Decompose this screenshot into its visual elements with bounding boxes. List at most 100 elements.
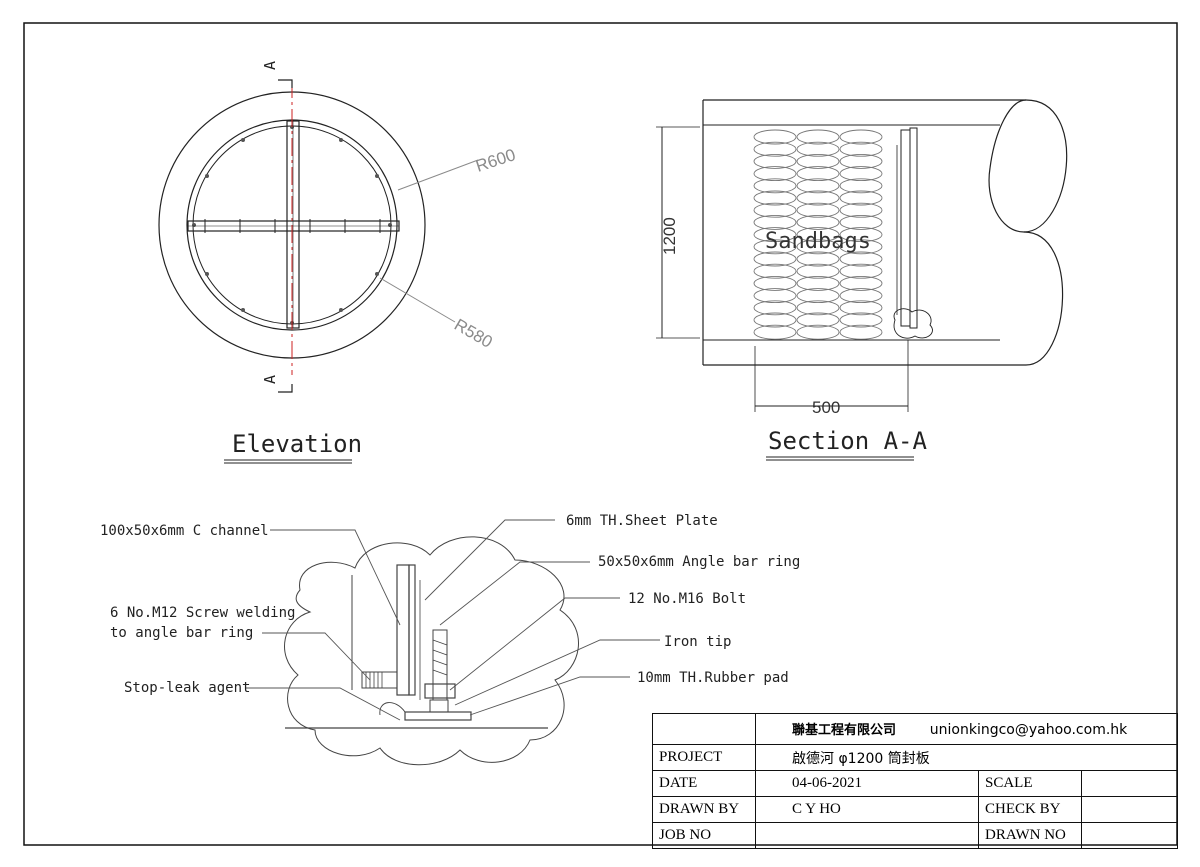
drawn-by-label: DRAWN BY: [652, 796, 756, 823]
date-value: 04-06-2021: [755, 770, 979, 797]
sandbag: [753, 178, 797, 194]
sandbag: [796, 300, 840, 316]
check-by-value: [1081, 796, 1178, 823]
sandbag: [796, 263, 840, 279]
sandbag: [753, 312, 797, 328]
scale-value: [1081, 770, 1178, 797]
callout-angle-ring: 50x50x6mm Angle bar ring: [598, 554, 800, 570]
sandbag: [796, 324, 840, 340]
sandbag: [839, 227, 883, 243]
sandbag: [753, 141, 797, 157]
sandbag: [753, 190, 797, 206]
sandbag: [839, 129, 883, 145]
sandbag: [839, 166, 883, 182]
callout-rubber-pad: 10mm TH.Rubber pad: [637, 670, 789, 686]
sandbag: [839, 251, 883, 267]
elevation-view: [158, 79, 479, 464]
sandbag: [753, 251, 797, 267]
sandbag: [753, 227, 797, 243]
callout-leaders: [245, 519, 660, 721]
dim-500-label: 500: [812, 398, 840, 417]
radius-inner-label: R580: [451, 315, 496, 352]
sandbag: [796, 178, 840, 194]
section-mark-bottom: A: [261, 375, 279, 384]
sandbag: [839, 324, 883, 340]
sandbag: [839, 300, 883, 316]
sandbag: [796, 288, 840, 304]
sandbags: [753, 129, 883, 340]
r580-leader: [379, 277, 456, 323]
sheet-border: [23, 22, 1178, 846]
callout-bolt: 12 No.M16 Bolt: [628, 591, 746, 607]
sandbag: [753, 263, 797, 279]
callout-c-channel: 100x50x6mm C channel: [100, 523, 269, 539]
sandbag: [796, 227, 840, 243]
sandbag: [796, 202, 840, 218]
date-label: DATE: [652, 770, 756, 797]
job-no-value: [755, 822, 979, 849]
sandbag: [796, 251, 840, 267]
drawn-no-label: DRAWN NO: [978, 822, 1082, 849]
company-name: 聯基工程有限公司: [792, 723, 897, 738]
sandbag: [753, 202, 797, 218]
callout-screw-line1: 6 No.M12 Screw welding: [110, 605, 295, 621]
callout-stop-leak: Stop-leak agent: [124, 680, 250, 696]
drawn-by-value: C Y HO: [755, 796, 979, 823]
sandbag: [753, 324, 797, 340]
sandbag: [753, 300, 797, 316]
sandbag: [839, 288, 883, 304]
sandbag: [839, 202, 883, 218]
r600-leader: [397, 159, 479, 191]
channel-screws: [204, 219, 381, 233]
callout-sheet-plate: 6mm TH.Sheet Plate: [566, 513, 718, 529]
sandbag: [753, 153, 797, 169]
company-row: 聯基工程有限公司 unionkingco@yahoo.com.hk: [755, 713, 1178, 745]
sandbag: [753, 275, 797, 291]
radius-outer-label: R600: [473, 145, 518, 176]
sandbags-label: Sandbags: [765, 229, 871, 254]
sandbag: [839, 312, 883, 328]
sandbag: [796, 239, 840, 255]
project-value: 啟德河 φ1200 筒封板: [755, 744, 1178, 771]
check-by-label: CHECK BY: [978, 796, 1082, 823]
sandbag: [839, 141, 883, 157]
callout-screw-line2: to angle bar ring: [110, 625, 253, 641]
project-label: PROJECT: [652, 744, 756, 771]
sandbag: [753, 129, 797, 145]
sandbag: [839, 190, 883, 206]
sandbag: [839, 263, 883, 279]
section-mark-top: A: [261, 61, 279, 70]
detail-screw: [361, 671, 398, 689]
detail-rubber-pad: [404, 711, 472, 721]
sandbag: [753, 166, 797, 182]
callout-iron-tip: Iron tip: [664, 634, 731, 650]
dim-1200-label: 1200: [660, 217, 679, 255]
sandbag: [839, 153, 883, 169]
sandbag: [753, 214, 797, 230]
sandbag: [839, 214, 883, 230]
company-email: unionkingco@yahoo.com.hk: [929, 722, 1128, 738]
title-block-blank: [652, 713, 756, 745]
sandbag: [796, 166, 840, 182]
sandbag: [753, 239, 797, 255]
sandbag: [796, 153, 840, 169]
sandbag: [839, 275, 883, 291]
section-title: Section A-A: [768, 427, 927, 455]
drawn-no-value: [1081, 822, 1178, 849]
sandbag: [839, 178, 883, 194]
sandbag: [796, 312, 840, 328]
sandbag: [796, 214, 840, 230]
detail-channel: [396, 564, 410, 696]
sandbag: [796, 275, 840, 291]
pipe-break-end: [988, 99, 1068, 233]
detail-view: [245, 519, 660, 766]
sandbag: [796, 129, 840, 145]
detail-cloud: [284, 536, 579, 766]
sandbag: [796, 190, 840, 206]
scale-label: SCALE: [978, 770, 1082, 797]
sandbag: [753, 288, 797, 304]
sandbag: [796, 141, 840, 157]
elevation-title: Elevation: [232, 430, 362, 458]
section-view: [656, 99, 1068, 461]
